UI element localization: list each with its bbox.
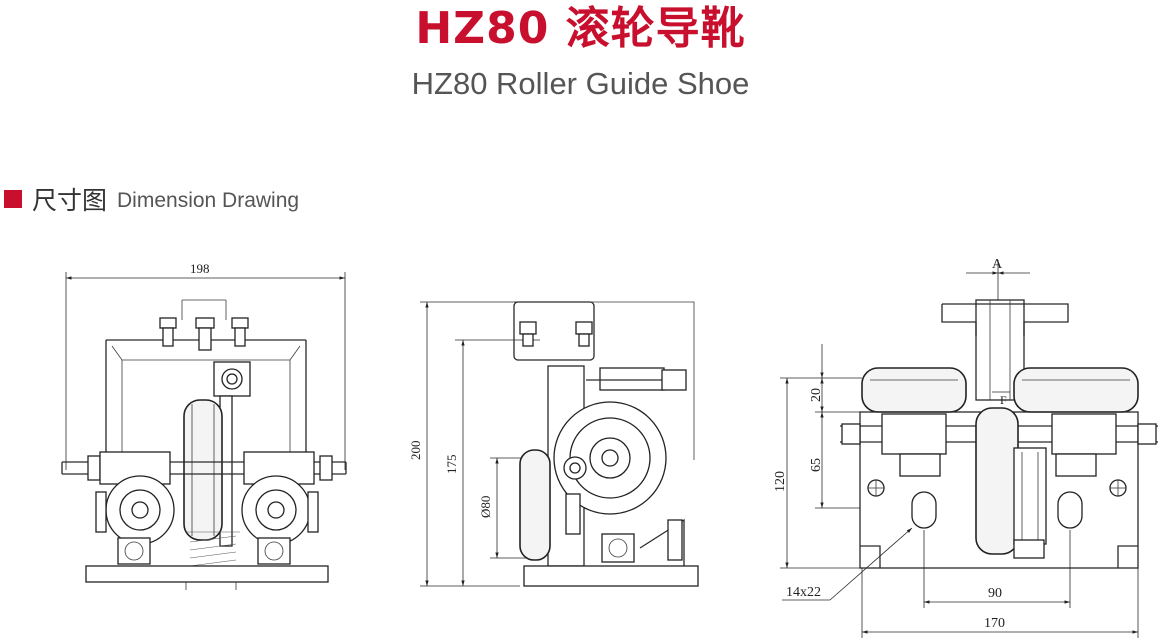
section-heading: 尺寸图 Dimension Drawing bbox=[4, 182, 299, 216]
product-title-en: HZ80 Roller Guide Shoe bbox=[411, 66, 750, 101]
section-marker-icon bbox=[4, 190, 22, 208]
top-f-label: F bbox=[1000, 393, 1007, 407]
top-dim-65-label: 65 bbox=[809, 458, 824, 472]
front-width-label: 198 bbox=[190, 261, 210, 276]
section-label-en: Dimension Drawing bbox=[117, 189, 300, 212]
side-height-175-label: 175 bbox=[444, 455, 459, 475]
top-dim-170-label: 170 bbox=[984, 616, 1005, 631]
top-view: A F bbox=[773, 257, 1158, 638]
top-dim-120-label: 120 bbox=[773, 471, 788, 492]
top-dim-90-label: 90 bbox=[988, 586, 1002, 601]
top-dim-20-label: 20 bbox=[809, 388, 824, 402]
side-height-200-label: 200 bbox=[408, 441, 423, 461]
top-slot-label: 14x22 bbox=[786, 585, 821, 600]
top-a-label: A bbox=[992, 257, 1003, 272]
side-view: 200 175 Ø80 bbox=[408, 301, 699, 587]
section-label-cn: 尺寸图 bbox=[32, 186, 108, 215]
product-title-cn: HZ80 滚轮导靴 bbox=[415, 3, 746, 54]
front-view: 198 bbox=[61, 261, 347, 590]
side-diameter-label: Ø80 bbox=[478, 496, 493, 518]
